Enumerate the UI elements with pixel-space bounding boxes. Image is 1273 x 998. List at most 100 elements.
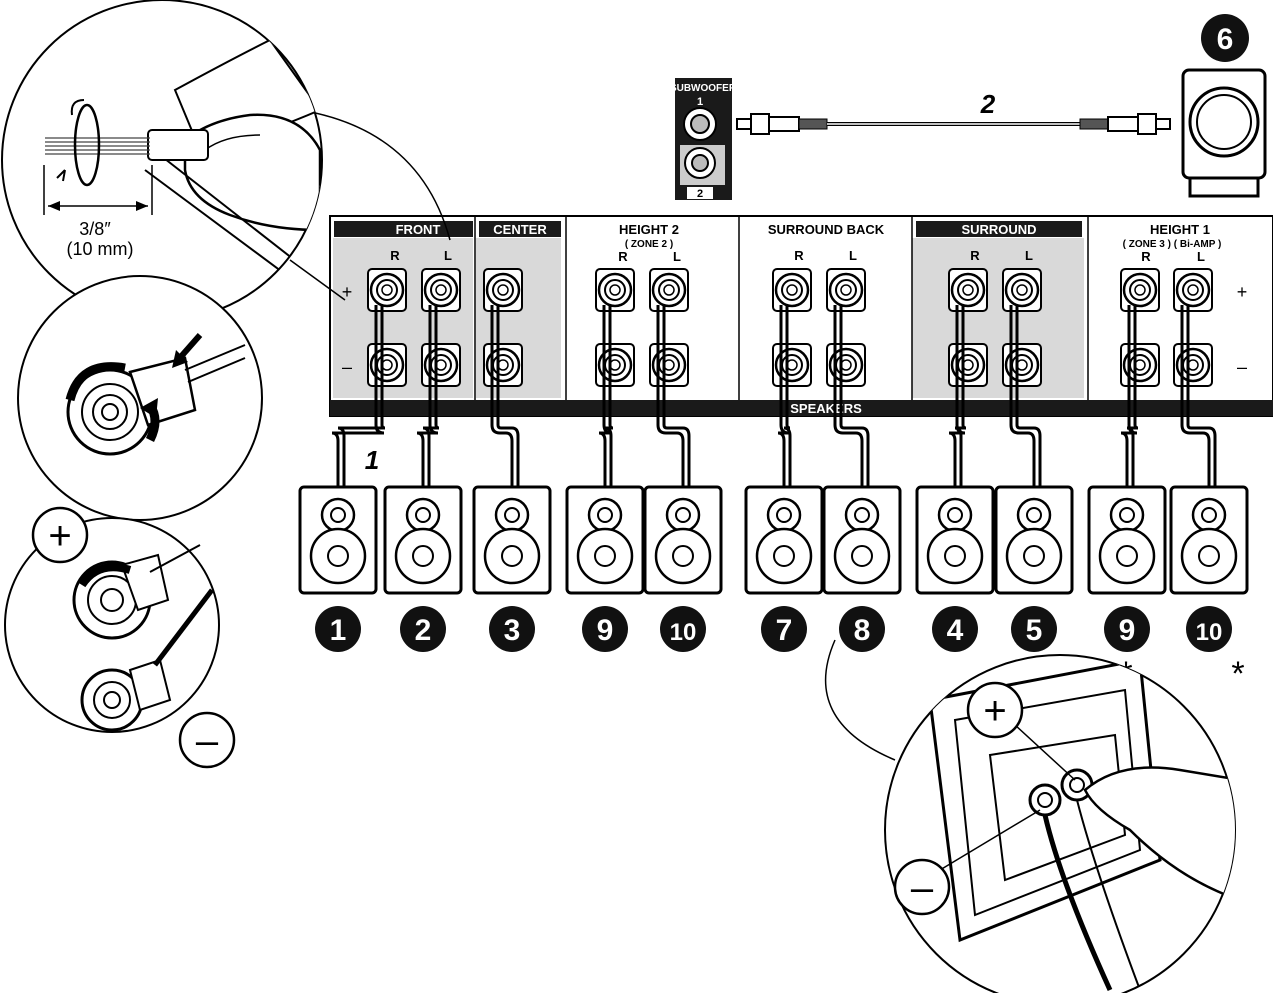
subwoofer-port-1-label: 1 <box>697 96 703 108</box>
speaker-number-badge-5 <box>660 606 706 652</box>
group-sub-height1: ( ZONE 3 ) ( Bi-AMP ) <box>1123 239 1222 250</box>
channel-label-surround-r: R <box>970 248 980 263</box>
plus-terminal-4 <box>595 268 635 312</box>
minus-terminal-11 <box>1173 343 1213 387</box>
wire-1-b <box>337 305 386 488</box>
minus-terminal-4 <box>595 343 635 387</box>
step-1-label: 1 <box>365 445 379 475</box>
speaker-number-badge-10 <box>1104 606 1150 652</box>
speaker-9 <box>994 485 1074 595</box>
plus-terminal-10 <box>1120 268 1160 312</box>
speaker-5 <box>643 485 723 595</box>
speaker-number-9: 5 <box>1026 614 1043 647</box>
wire-4-a <box>598 305 613 488</box>
speaker-number-6: 7 <box>776 614 793 647</box>
plus-terminal-9 <box>1002 268 1042 312</box>
wire-11-a <box>1180 305 1211 488</box>
subwoofer-jack-panel: SUBWOOFER 1 2 <box>670 78 737 200</box>
minus-terminal-8 <box>948 343 988 387</box>
plus-terminal-2 <box>421 268 461 312</box>
plus-terminal-1 <box>367 268 407 312</box>
speaker-rear-magnifier: + – <box>824 639 1236 998</box>
plus-terminal-8 <box>948 268 988 312</box>
strip-length-in: 3/8″ <box>79 219 111 239</box>
wire-5-a <box>656 305 685 488</box>
channel-label-height1-r: R <box>1141 249 1151 264</box>
speaker-number-badge-4 <box>582 606 628 652</box>
polarity-plus-callout: + <box>48 514 71 558</box>
minus-terminal-1 <box>367 343 407 387</box>
wire-strip-magnifier: 3/8″ (10 mm) <box>1 0 451 321</box>
rear-plus-callout: + <box>983 689 1006 733</box>
speaker-wires <box>331 305 1217 488</box>
plus-terminal-11 <box>1173 268 1213 312</box>
speaker-number-badge-8 <box>932 606 978 652</box>
minus-terminal-10 <box>1120 343 1160 387</box>
speaker-number-badge-9 <box>1011 606 1057 652</box>
speaker-11 <box>1169 485 1249 595</box>
group-sub-height2: ( ZONE 2 ) <box>625 239 673 250</box>
wire-7-b <box>839 305 870 488</box>
strip-length-mm: (10 mm) <box>67 239 134 259</box>
speaker-number-badge-11 <box>1186 606 1232 652</box>
speaker-number-1: 1 <box>330 614 347 647</box>
speaker-number-7: 8 <box>854 614 871 647</box>
subwoofer-port-2-label: 2 <box>697 188 703 200</box>
speaker-4 <box>565 485 645 595</box>
channel-label-sback-l: L <box>849 248 857 263</box>
speakers-bar-label: SPEAKERS <box>790 401 862 416</box>
polarity-magnifier: + – <box>4 506 236 769</box>
wire-3-b <box>496 305 520 488</box>
polarity-plus-left: + <box>342 282 353 302</box>
speaker-number-badge-7 <box>839 606 885 652</box>
subwoofer-speaker: 6 <box>1181 14 1267 198</box>
subwoofer-speaker-number: 6 <box>1217 23 1234 56</box>
plus-terminal-5 <box>649 268 689 312</box>
speaker-number-4: 9 <box>597 614 614 647</box>
wire-4-b <box>604 305 614 488</box>
group-label-surround: SURROUND <box>961 222 1036 237</box>
channel-label-height2-l: L <box>673 249 681 264</box>
step-2-label: 2 <box>980 89 996 119</box>
minus-terminal-5 <box>649 343 689 387</box>
polarity-plus-right: + <box>1237 282 1248 302</box>
group-label-center: CENTER <box>493 222 547 237</box>
group-label-surround-back: SURROUND BACK <box>768 222 885 237</box>
wire-6-b <box>783 305 792 488</box>
channel-label-height2-r: R <box>618 249 628 264</box>
group-label-height2: HEIGHT 2 <box>619 222 679 237</box>
speaker-number-11: 10 <box>1196 619 1223 646</box>
wire-7-a <box>833 305 864 488</box>
speaker-10 <box>1087 485 1167 595</box>
plus-terminal-6 <box>772 268 812 312</box>
speaker-number-badge-1 <box>315 606 361 652</box>
speaker-number-8: 4 <box>947 614 964 647</box>
speaker-1 <box>298 485 378 595</box>
channel-label-surround-l: L <box>1025 248 1033 263</box>
minus-terminal-7 <box>826 343 866 387</box>
channel-label-sback-r: R <box>794 248 804 263</box>
speaker-number-3: 3 <box>504 614 521 647</box>
minus-terminal-3 <box>483 343 523 387</box>
speaker-2 <box>383 485 463 595</box>
plus-terminal-3 <box>483 268 523 312</box>
wire-5-b <box>662 305 691 488</box>
channel-label-height1-l: L <box>1197 249 1205 264</box>
terminal-insert-magnifier <box>17 275 263 521</box>
speaker-number-badge-3 <box>489 606 535 652</box>
rear-minus-callout: – <box>911 866 934 910</box>
minus-terminal-9 <box>1002 343 1042 387</box>
wire-2-b <box>422 305 440 488</box>
polarity-minus-left: – <box>342 357 352 377</box>
speaker-number-10: 9 <box>1119 614 1136 647</box>
group-label-front: FRONT <box>396 222 441 237</box>
wire-3-a <box>490 305 514 488</box>
subwoofer-cable <box>736 113 1171 135</box>
wire-10-b <box>1126 305 1139 488</box>
speaker-number-5: 10 <box>670 619 697 646</box>
wire-6-a <box>777 305 790 488</box>
wire-9-a <box>1009 305 1036 488</box>
